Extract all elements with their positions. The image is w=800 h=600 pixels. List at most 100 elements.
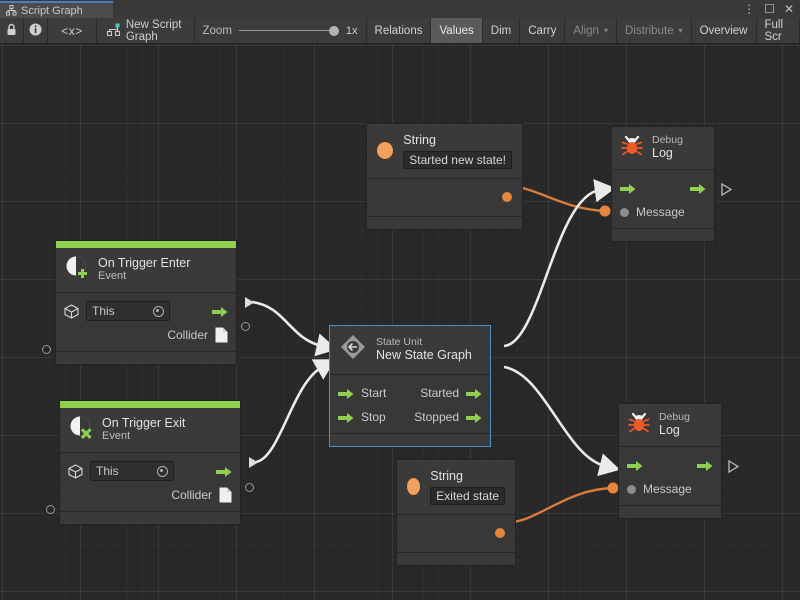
- maximize-icon[interactable]: ☐: [764, 2, 775, 16]
- output-port-flow[interactable]: [216, 465, 232, 477]
- code-icon: <x>: [61, 23, 83, 38]
- info-button[interactable]: [24, 18, 49, 43]
- toolbar-button-relations[interactable]: Relations: [367, 18, 432, 43]
- external-output-circle[interactable]: [245, 483, 254, 492]
- target-object-value: This: [92, 304, 115, 318]
- port-row-stop-stopped: Stop Stopped: [330, 405, 490, 429]
- lock-button[interactable]: [0, 18, 25, 43]
- target-object-field[interactable]: This: [86, 301, 170, 321]
- input-port-stop[interactable]: [338, 411, 354, 423]
- object-picker-icon[interactable]: [153, 305, 164, 317]
- close-icon[interactable]: ✕: [783, 2, 794, 16]
- port-row-flow: [619, 453, 721, 477]
- object-picker-icon[interactable]: [157, 465, 168, 477]
- toolbar-button-distribute[interactable]: Distribute ▾: [617, 18, 692, 43]
- node-header: Debug Log: [619, 404, 721, 447]
- node-footer: [619, 505, 721, 519]
- output-port-flow[interactable]: [212, 305, 228, 317]
- node-title: On Trigger Exit: [102, 415, 186, 430]
- edge-state-unit-started-to-debug-log-top: [503, 179, 616, 348]
- external-flow-arrow[interactable]: [244, 296, 255, 314]
- zoom-slider[interactable]: [238, 25, 339, 37]
- node-string-top[interactable]: String Started new state!: [366, 123, 523, 230]
- node-footer: [330, 433, 490, 446]
- node-subtitle: Event: [98, 270, 127, 283]
- tab-label: Script Graph: [21, 4, 83, 17]
- input-port-message[interactable]: [627, 484, 636, 494]
- toolbar-button-carry[interactable]: Carry: [520, 18, 566, 43]
- target-object-field[interactable]: This: [90, 461, 174, 481]
- bug-icon: [621, 135, 643, 161]
- graph-name-label: New Script Graph: [125, 18, 182, 43]
- node-footer: [367, 215, 522, 229]
- info-icon: [29, 23, 42, 39]
- toolbar-button-full-screen[interactable]: Full Scr: [757, 18, 800, 43]
- external-flow-arrow[interactable]: [728, 459, 740, 478]
- node-state-unit[interactable]: State Unit New State Graph Start Started: [329, 325, 491, 447]
- node-debug-log-bottom[interactable]: Debug Log: [618, 403, 722, 520]
- node-header: String Started new state!: [367, 124, 522, 178]
- graph-name-field[interactable]: New Script Graph: [97, 18, 195, 43]
- port-row-target: This: [56, 299, 236, 323]
- input-port-flow[interactable]: [627, 459, 643, 472]
- external-flow-arrow[interactable]: [248, 456, 259, 474]
- node-title-small: Debug: [659, 411, 690, 423]
- chevron-down-icon: ▾: [603, 26, 608, 35]
- string-value-icon: [406, 477, 422, 497]
- node-body: Message: [619, 446, 721, 506]
- output-port-value[interactable]: [502, 191, 512, 202]
- node-body: This Collider: [56, 292, 236, 351]
- graph-icon: [6, 5, 17, 16]
- string-value-field[interactable]: Exited state: [430, 486, 505, 505]
- output-port-started[interactable]: [466, 387, 482, 399]
- toolbar-button-values[interactable]: Values: [431, 18, 483, 43]
- node-body: Start Started Stop: [330, 374, 490, 433]
- node-title: String: [430, 469, 463, 483]
- node-string-bottom[interactable]: String Exited state: [396, 459, 516, 566]
- menu-icon[interactable]: ⋮: [743, 2, 756, 16]
- edge-on-trigger-enter-to-state-unit-start: [251, 300, 338, 357]
- graph-canvas[interactable]: String Started new state!: [0, 44, 800, 600]
- external-output-circle[interactable]: [241, 322, 250, 331]
- toolbar-button-full-screen-label: Full Scr: [764, 18, 784, 43]
- node-on-trigger-enter[interactable]: On Trigger Enter Event This: [55, 240, 237, 365]
- zoom-value: 1x: [345, 24, 358, 37]
- external-input-circle[interactable]: [42, 345, 51, 354]
- node-body: [397, 513, 515, 552]
- node-header: On Trigger Enter Event: [56, 248, 236, 292]
- string-value-field[interactable]: Started new state!: [403, 150, 512, 169]
- node-title-large: Log: [652, 146, 673, 161]
- node-on-trigger-exit[interactable]: On Trigger Exit Event This: [59, 400, 241, 525]
- game-object-icon: [68, 463, 83, 479]
- external-flow-arrow[interactable]: [721, 182, 733, 201]
- zoom-slider-knob[interactable]: [328, 25, 339, 36]
- input-port-flow[interactable]: [620, 182, 636, 195]
- node-debug-log-top[interactable]: Debug Log: [611, 126, 715, 243]
- port-row-output: [367, 185, 522, 209]
- output-port-stopped[interactable]: [466, 411, 482, 423]
- toolbar-button-dim[interactable]: Dim: [483, 18, 521, 43]
- page-icon[interactable]: [219, 487, 232, 503]
- external-input-circle[interactable]: [46, 505, 55, 514]
- port-label-stopped: Stopped: [414, 410, 459, 424]
- input-port-start[interactable]: [338, 387, 354, 399]
- toolbar-button-overview[interactable]: Overview: [692, 18, 757, 43]
- toolbar-button-align[interactable]: Align ▾: [565, 18, 617, 43]
- node-header: String Exited state: [397, 460, 515, 514]
- zoom-control[interactable]: Zoom 1x: [195, 18, 367, 43]
- tab-script-graph[interactable]: Script Graph: [0, 1, 113, 18]
- port-label-message: Message: [643, 482, 692, 497]
- input-port-message[interactable]: [620, 207, 629, 217]
- node-footer: [397, 551, 515, 565]
- event-exit-icon: [69, 415, 93, 444]
- port-label-collider: Collider: [171, 488, 212, 502]
- output-port-value[interactable]: [495, 527, 505, 538]
- page-icon[interactable]: [215, 327, 228, 343]
- node-title-small: State Unit: [376, 335, 423, 348]
- code-view-button[interactable]: <x>: [48, 18, 97, 43]
- output-port-flow[interactable]: [690, 182, 706, 195]
- game-object-icon: [64, 303, 79, 319]
- output-port-flow[interactable]: [697, 459, 713, 472]
- node-title: String: [403, 133, 436, 147]
- target-object-value: This: [96, 464, 119, 478]
